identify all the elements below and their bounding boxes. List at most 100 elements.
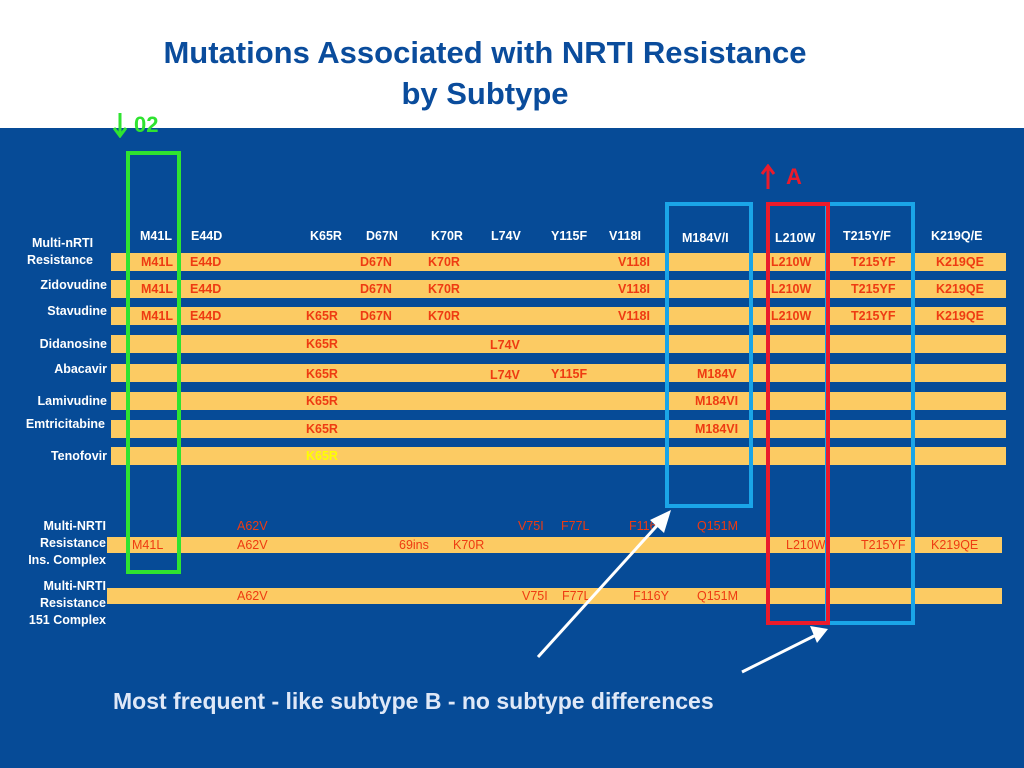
label-multi-nrti-line1: Multi-nRTI [32, 236, 94, 250]
mutation: K219QE [936, 282, 984, 296]
label-didanosine: Didanosine [39, 337, 107, 351]
mutation: K219QE [936, 309, 984, 323]
mutation: Y115F [551, 367, 588, 381]
mutation: V75I [518, 519, 544, 533]
mutation: T215YF [861, 538, 906, 552]
label-ins-complex-line3: Ins. Complex [28, 553, 106, 567]
bar-ins-complex [107, 537, 1002, 553]
mutation: K70R [428, 255, 460, 269]
label-151-complex-line3: 151 Complex [28, 613, 106, 627]
subtype-02-label: 02 [134, 112, 159, 137]
mutation: M184VI [695, 422, 739, 436]
header-k70r: K70R [431, 229, 463, 243]
mutation: K65R [306, 449, 338, 463]
label-stavudine: Stavudine [47, 304, 107, 318]
label-ins-complex-line2: Resistance [39, 536, 106, 550]
mutation: Q151M [697, 519, 738, 533]
label-tenofovir: Tenofovir [50, 449, 107, 463]
mutation: K70R [428, 309, 460, 323]
header-d67n: D67N [366, 229, 398, 243]
label-emtricitabine: Emtricitabine [25, 417, 105, 431]
header-l210w: L210W [775, 231, 816, 245]
mutation: Q151M [697, 589, 738, 603]
bar-stavudine [111, 307, 1006, 325]
mutation: K65R [306, 367, 338, 381]
bar-tenofovir [111, 447, 1006, 465]
mutation: D67N [360, 282, 392, 296]
label-abacavir: Abacavir [54, 362, 107, 376]
mutation: E44D [190, 282, 222, 296]
bar-lamivudine [111, 392, 1006, 410]
mutation: T215YF [851, 309, 896, 323]
mutation: L210W [786, 538, 826, 552]
bar-emtricitabine [111, 420, 1006, 438]
bar-multi-nrti [111, 253, 1006, 271]
m184-highlight-box [665, 202, 753, 508]
label-zidovudine: Zidovudine [40, 278, 107, 292]
mutation: M41L [132, 538, 164, 552]
mutation: M184VI [695, 394, 739, 408]
label-lamivudine: Lamivudine [37, 394, 107, 408]
header-v118i: V118I [609, 229, 641, 243]
mutation: M184V [697, 367, 737, 381]
label-151-complex-line2: Resistance [39, 596, 106, 610]
mutation: L74V [490, 338, 520, 352]
label-ins-complex-line1: Multi-NRTI [43, 519, 106, 533]
header-k65r: K65R [310, 229, 342, 243]
header-k219qe: K219Q/E [931, 229, 983, 243]
header-y115f: Y115F [551, 229, 588, 243]
mutation: A62V [237, 538, 268, 552]
mutation: M41L [141, 282, 173, 296]
bar-abacavir [111, 364, 1006, 382]
header-e44d: E44D [191, 229, 223, 243]
slide-title-line2: by Subtype [401, 76, 569, 111]
mutation: M41L [141, 255, 173, 269]
mutation: V118I [618, 255, 650, 269]
mutation: F116Y [633, 589, 669, 603]
mutation: T215YF [851, 282, 896, 296]
mutation: T215YF [851, 255, 896, 269]
mutation: F77L [561, 519, 590, 533]
slide-title-line1: Mutations Associated with NRTI Resistanc… [163, 35, 807, 70]
mutation: K70R [428, 282, 460, 296]
mutation: K65R [306, 309, 338, 323]
mutation: V118I [618, 282, 650, 296]
mutation: D67N [360, 255, 392, 269]
mutation: L74V [490, 368, 520, 382]
up-arrow-icon [760, 164, 776, 189]
subtype-a-label: A [786, 164, 802, 189]
label-multi-nrti-line2: Resistance [27, 253, 94, 267]
mutation: L210W [771, 309, 812, 323]
mutation: L210W [771, 282, 812, 296]
mutation: K65R [306, 394, 338, 408]
bar-151-complex [107, 588, 1002, 604]
mutation: K219QE [931, 538, 979, 552]
header-m184vi: M184V/I [682, 231, 729, 245]
mutation: 69ins [399, 538, 429, 552]
subtype-a-highlight-box [766, 202, 830, 625]
mutation: E44D [190, 255, 222, 269]
subtype-02-highlight-box [126, 151, 181, 574]
footer-caption: Most frequent - like subtype B - no subt… [113, 688, 714, 714]
mutation: V75I [522, 589, 548, 603]
mutation: V118I [618, 309, 650, 323]
header-t215yf: T215Y/F [843, 229, 891, 243]
label-151-complex-line1: Multi-NRTI [43, 579, 106, 593]
mutation: K65R [306, 337, 338, 351]
bar-zidovudine [111, 280, 1006, 298]
mutation: K219QE [936, 255, 984, 269]
mutation: K65R [306, 422, 338, 436]
mutation: E44D [190, 309, 222, 323]
mutation: D67N [360, 309, 392, 323]
header-l74v: L74V [491, 229, 521, 243]
mutation: F77L [562, 589, 591, 603]
header-m41l: M41L [140, 229, 172, 243]
bar-didanosine [111, 335, 1006, 353]
mutation: A62V [237, 519, 268, 533]
mutation: K70R [453, 538, 485, 552]
down-arrow-icon [112, 113, 128, 138]
mutation: L210W [771, 255, 812, 269]
mutation: M41L [141, 309, 173, 323]
mutation: A62V [237, 589, 268, 603]
